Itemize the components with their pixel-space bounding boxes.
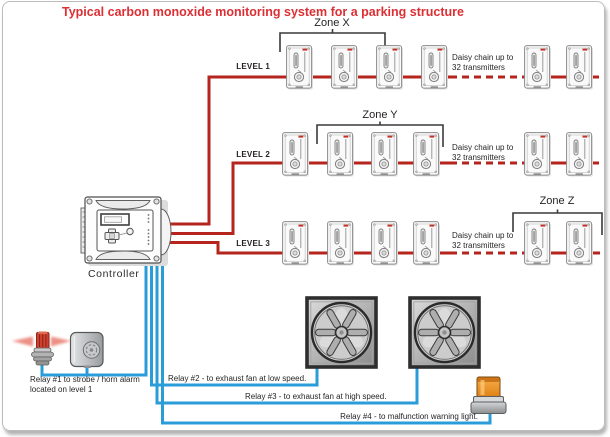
co-controller xyxy=(80,196,172,266)
daisy-chain-note-level-2: Daisy chain up to 32 transmitters xyxy=(452,143,513,162)
daisy-note-line1: Daisy chain up to xyxy=(452,53,514,62)
daisy-note-line2: 32 transmitters xyxy=(452,152,505,162)
horn-alarm xyxy=(69,331,104,368)
daisy-note-line2: 32 transmitters xyxy=(452,62,505,72)
malfunction-warning-light xyxy=(470,376,507,414)
relay-1-label-line2: located on level 1 xyxy=(30,385,93,394)
co-transmitter xyxy=(413,132,441,178)
strobe-beams xyxy=(12,336,71,347)
relay-2-label: Relay #2 - to exhaust fan at low speed. xyxy=(168,374,307,383)
zone-y-label: Zone Y xyxy=(362,109,398,121)
level-1-label: LEVEL 1 xyxy=(236,62,270,71)
relay-4-label: Relay #4 - to malfunction warning light. xyxy=(340,412,478,421)
co-transmitter xyxy=(282,221,310,267)
co-transmitter xyxy=(327,221,355,267)
daisy-chain-note-level-3: Daisy chain up to 32 transmitters xyxy=(452,231,513,250)
exhaust-fan-1 xyxy=(305,296,378,369)
co-transmitter xyxy=(524,132,552,178)
co-transmitter xyxy=(286,45,314,91)
co-transmitter xyxy=(371,221,399,267)
page-border xyxy=(2,1,605,431)
co-transmitter xyxy=(327,132,355,178)
co-transmitter xyxy=(566,132,594,178)
exhaust-fan-2 xyxy=(408,296,481,369)
co-transmitter xyxy=(421,45,449,91)
zone-y-bracket xyxy=(316,121,444,147)
daisy-note-line1: Daisy chain up to xyxy=(452,231,514,240)
relay-1-label: Relay #1 to strobe / horn alarm located … xyxy=(30,375,140,395)
zone-z-bracket xyxy=(512,209,603,235)
co-transmitter xyxy=(282,132,310,178)
zone-x-bracket xyxy=(279,29,386,53)
co-transmitter xyxy=(524,221,552,267)
zone-z-label: Zone Z xyxy=(539,195,575,207)
transmitter-rows xyxy=(282,45,594,267)
co-transmitter xyxy=(376,45,404,91)
controller-keypad xyxy=(104,227,134,244)
daisy-note-line1: Daisy chain up to xyxy=(452,143,514,152)
zone-x-label: Zone X xyxy=(314,17,350,29)
controller-label: Controller xyxy=(88,268,140,280)
daisy-chain-note-level-1: Daisy chain up to 32 transmitters xyxy=(452,53,513,72)
diagram-title: Typical carbon monoxide monitoring syste… xyxy=(62,5,464,19)
strobe-light xyxy=(12,331,71,366)
co-transmitter xyxy=(566,221,594,267)
co-transmitter xyxy=(331,45,359,91)
co-transmitter xyxy=(566,45,594,91)
level-2-label: LEVEL 2 xyxy=(236,150,270,159)
controller-led-column xyxy=(147,214,150,245)
level-3-label: LEVEL 3 xyxy=(236,239,270,248)
daisy-note-line2: 32 transmitters xyxy=(452,240,505,250)
relay-3-label: Relay #3 - to exhaust fan at high speed. xyxy=(245,392,387,401)
co-transmitter xyxy=(413,221,441,267)
co-transmitter xyxy=(524,45,552,91)
co-transmitter xyxy=(371,132,399,178)
relay-1-label-line1: Relay #1 to strobe / horn alarm xyxy=(30,375,140,384)
